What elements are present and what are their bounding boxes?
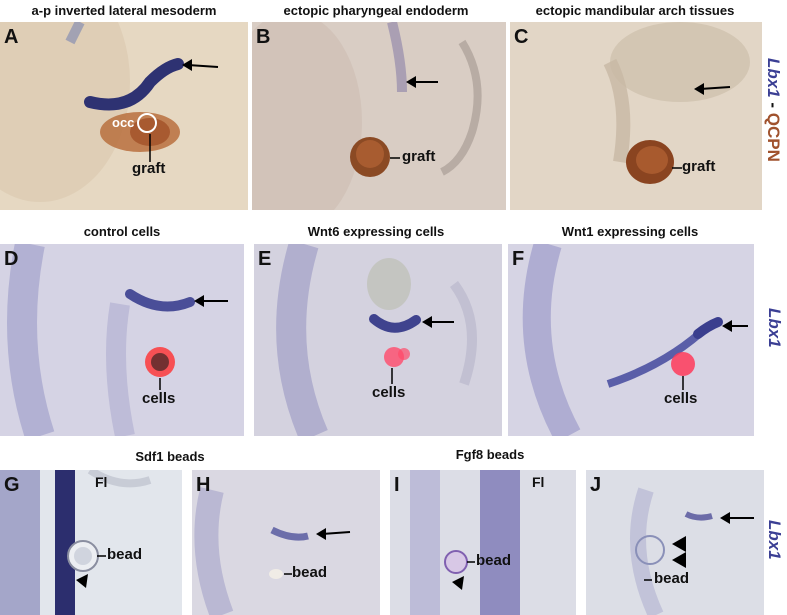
panel-letter-h: H — [196, 474, 211, 496]
panel-j: J bead — [586, 470, 764, 615]
side-label-lbx1-bottom: Lbx1 — [764, 520, 784, 560]
panel-letter-e: E — [258, 248, 272, 270]
caption-ij: Fgf8 beads — [455, 447, 525, 462]
panel-letter-f: F — [512, 248, 525, 270]
panel-letter-g: G — [4, 474, 20, 496]
marker-label: QCPN — [764, 112, 783, 162]
bead-label: bead — [107, 546, 143, 563]
panel-f: F cells — [508, 244, 754, 436]
fl-label: Fl — [532, 474, 545, 490]
caption-a: a-p inverted lateral mesoderm — [31, 3, 217, 18]
panel-letter-c: C — [514, 26, 529, 48]
panel-b: B graft — [252, 22, 506, 210]
occ-label: occ — [112, 115, 135, 130]
cells-label: cells — [142, 390, 176, 407]
panel-h: H bead — [192, 470, 380, 615]
gene-label: Lbx1 — [765, 520, 784, 560]
panel-letter-j: J — [590, 474, 602, 496]
gene-label: Lbx1 — [764, 58, 783, 98]
caption-f: Wnt1 expressing cells — [561, 224, 699, 239]
gene-label: Lbx1 — [765, 308, 784, 348]
side-label-lbx1-qcpn: Lbx1 - QCPN — [763, 58, 783, 162]
caption-c: ectopic mandibular arch tissues — [535, 3, 735, 18]
panel-i: I Fl bead — [390, 470, 576, 615]
graft-label: graft — [402, 148, 436, 165]
graft-label: graft — [132, 160, 166, 177]
side-label-lbx1-mid: Lbx1 — [764, 308, 784, 348]
caption-e: Wnt6 expressing cells — [307, 224, 445, 239]
caption-g: Sdf1 beads — [135, 449, 205, 464]
bead-label: bead — [654, 570, 690, 587]
panel-a: A occ graft — [0, 22, 248, 210]
cells-label: cells — [372, 384, 406, 401]
caption-d: control cells — [83, 224, 161, 239]
graft-label: graft — [682, 158, 716, 175]
bead-label: bead — [292, 564, 328, 581]
cells-label: cells — [664, 390, 698, 407]
panel-c: C graft — [510, 22, 762, 210]
panel-d: D cells — [0, 244, 244, 436]
fl-label: Fl — [95, 474, 108, 490]
bead-label: bead — [476, 552, 512, 569]
panel-e: E cells — [254, 244, 502, 436]
caption-b: ectopic pharyngeal endoderm — [283, 3, 469, 18]
panel-letter-i: I — [394, 474, 400, 496]
panel-g: G Fl bead — [0, 470, 182, 615]
panel-letter-a: A — [4, 26, 19, 48]
panel-letter-b: B — [256, 26, 271, 48]
separator: - — [764, 97, 783, 113]
panel-letter-d: D — [4, 248, 19, 270]
